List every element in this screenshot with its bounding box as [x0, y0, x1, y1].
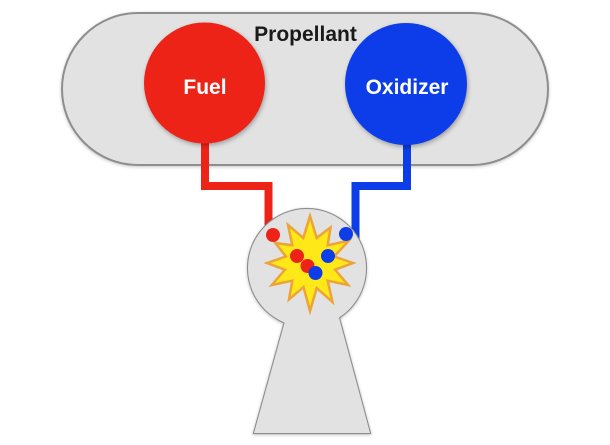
oxidizer-particle	[339, 227, 353, 241]
oxidizer-pipe	[351, 140, 411, 240]
oxidizer-tank	[345, 23, 467, 145]
particles	[266, 227, 353, 280]
oxidizer-tank-label: Oxidizer	[366, 76, 449, 99]
fuel-tank-label: Fuel	[183, 76, 226, 99]
nozzle	[254, 314, 370, 433]
fuel-particle	[290, 249, 304, 263]
oxidizer-particle	[308, 266, 323, 280]
propellant-tank-label: Propellant	[254, 23, 357, 46]
fuel-pipe	[201, 140, 273, 236]
oxidizer-particle	[321, 249, 335, 263]
fuel-tank	[144, 22, 265, 144]
fuel-particle	[266, 228, 280, 242]
